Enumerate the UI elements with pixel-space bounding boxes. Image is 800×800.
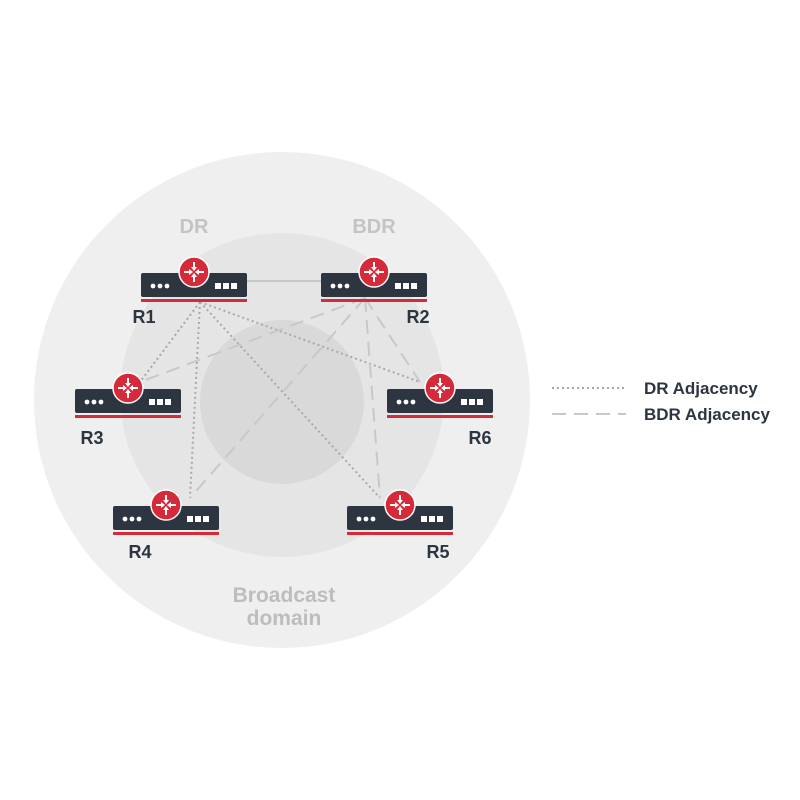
link-r2-r4 <box>189 297 366 499</box>
port-dot <box>129 516 135 522</box>
link-r2-r6 <box>364 297 421 383</box>
router-base-stripe <box>141 299 247 302</box>
port-dot <box>91 399 97 405</box>
port-dot <box>84 399 90 405</box>
dr-role-label: DR <box>180 216 209 238</box>
arrow-heads <box>435 383 445 393</box>
port-square <box>195 516 201 522</box>
bdr-role-label: BDR <box>352 216 396 238</box>
port-square <box>477 399 483 405</box>
port-square <box>411 283 417 289</box>
port-square <box>421 516 427 522</box>
port-dot <box>410 399 416 405</box>
arrow-heads <box>189 267 199 277</box>
arrow-heads <box>395 500 405 510</box>
port-dot <box>363 516 369 522</box>
port-dot <box>98 399 104 405</box>
port-square <box>469 399 475 405</box>
port-dot <box>330 283 336 289</box>
port-dot <box>344 283 350 289</box>
router-icon <box>384 489 416 521</box>
legend-dr-label: DR Adjacency <box>644 379 758 398</box>
link-r1-r3 <box>139 301 201 383</box>
port-square <box>429 516 435 522</box>
router-base-stripe <box>321 299 427 302</box>
router-base-stripe <box>347 532 453 535</box>
router-base-stripe <box>75 415 181 418</box>
broadcast-domain-inner <box>200 320 364 484</box>
router-label-r4: R4 <box>128 542 151 562</box>
router-r2[interactable] <box>321 256 427 302</box>
port-dot <box>157 283 163 289</box>
port-square <box>223 283 229 289</box>
port-square <box>165 399 171 405</box>
router-r5[interactable] <box>347 489 453 535</box>
router-base-stripe <box>113 532 219 535</box>
port-square <box>215 283 221 289</box>
port-dot <box>370 516 376 522</box>
broadcast-domain-label-line2: domain <box>247 607 322 630</box>
arrow-heads <box>369 267 379 277</box>
port-dot <box>136 516 142 522</box>
port-dot <box>150 283 156 289</box>
port-square <box>403 283 409 289</box>
port-dot <box>396 399 402 405</box>
router-label-r2: R2 <box>406 307 429 327</box>
port-square <box>395 283 401 289</box>
router-label-r3: R3 <box>80 428 103 448</box>
legend: DR Adjacency BDR Adjacency <box>552 379 771 424</box>
legend-bdr-label: BDR Adjacency <box>644 405 771 424</box>
port-square <box>149 399 155 405</box>
broadcast-domain-label-line1: Broadcast <box>233 584 336 607</box>
routers <box>75 256 493 535</box>
port-dot <box>403 399 409 405</box>
port-square <box>231 283 237 289</box>
link-r1-r5 <box>199 301 381 499</box>
port-dot <box>356 516 362 522</box>
link-r1-r6 <box>199 301 421 383</box>
port-square <box>157 399 163 405</box>
port-square <box>187 516 193 522</box>
port-square <box>437 516 443 522</box>
port-square <box>203 516 209 522</box>
router-icon <box>112 372 144 404</box>
link-r2-r3 <box>139 297 366 383</box>
router-label-r1: R1 <box>132 307 155 327</box>
router-r4[interactable] <box>113 489 219 535</box>
router-label-r6: R6 <box>468 428 491 448</box>
router-label-r5: R5 <box>426 542 449 562</box>
router-icon <box>358 256 390 288</box>
port-square <box>461 399 467 405</box>
port-dot <box>337 283 343 289</box>
router-icon <box>424 372 456 404</box>
router-icon <box>150 489 182 521</box>
link-r2-r5 <box>364 297 381 499</box>
port-dot <box>164 283 170 289</box>
router-r3[interactable] <box>75 372 181 418</box>
router-r6[interactable] <box>387 372 493 418</box>
arrow-heads <box>161 500 171 510</box>
router-r1[interactable] <box>141 256 247 302</box>
router-icon <box>178 256 210 288</box>
router-base-stripe <box>387 415 493 418</box>
port-dot <box>122 516 128 522</box>
adjacency-links <box>139 280 421 499</box>
arrow-heads <box>123 383 133 393</box>
